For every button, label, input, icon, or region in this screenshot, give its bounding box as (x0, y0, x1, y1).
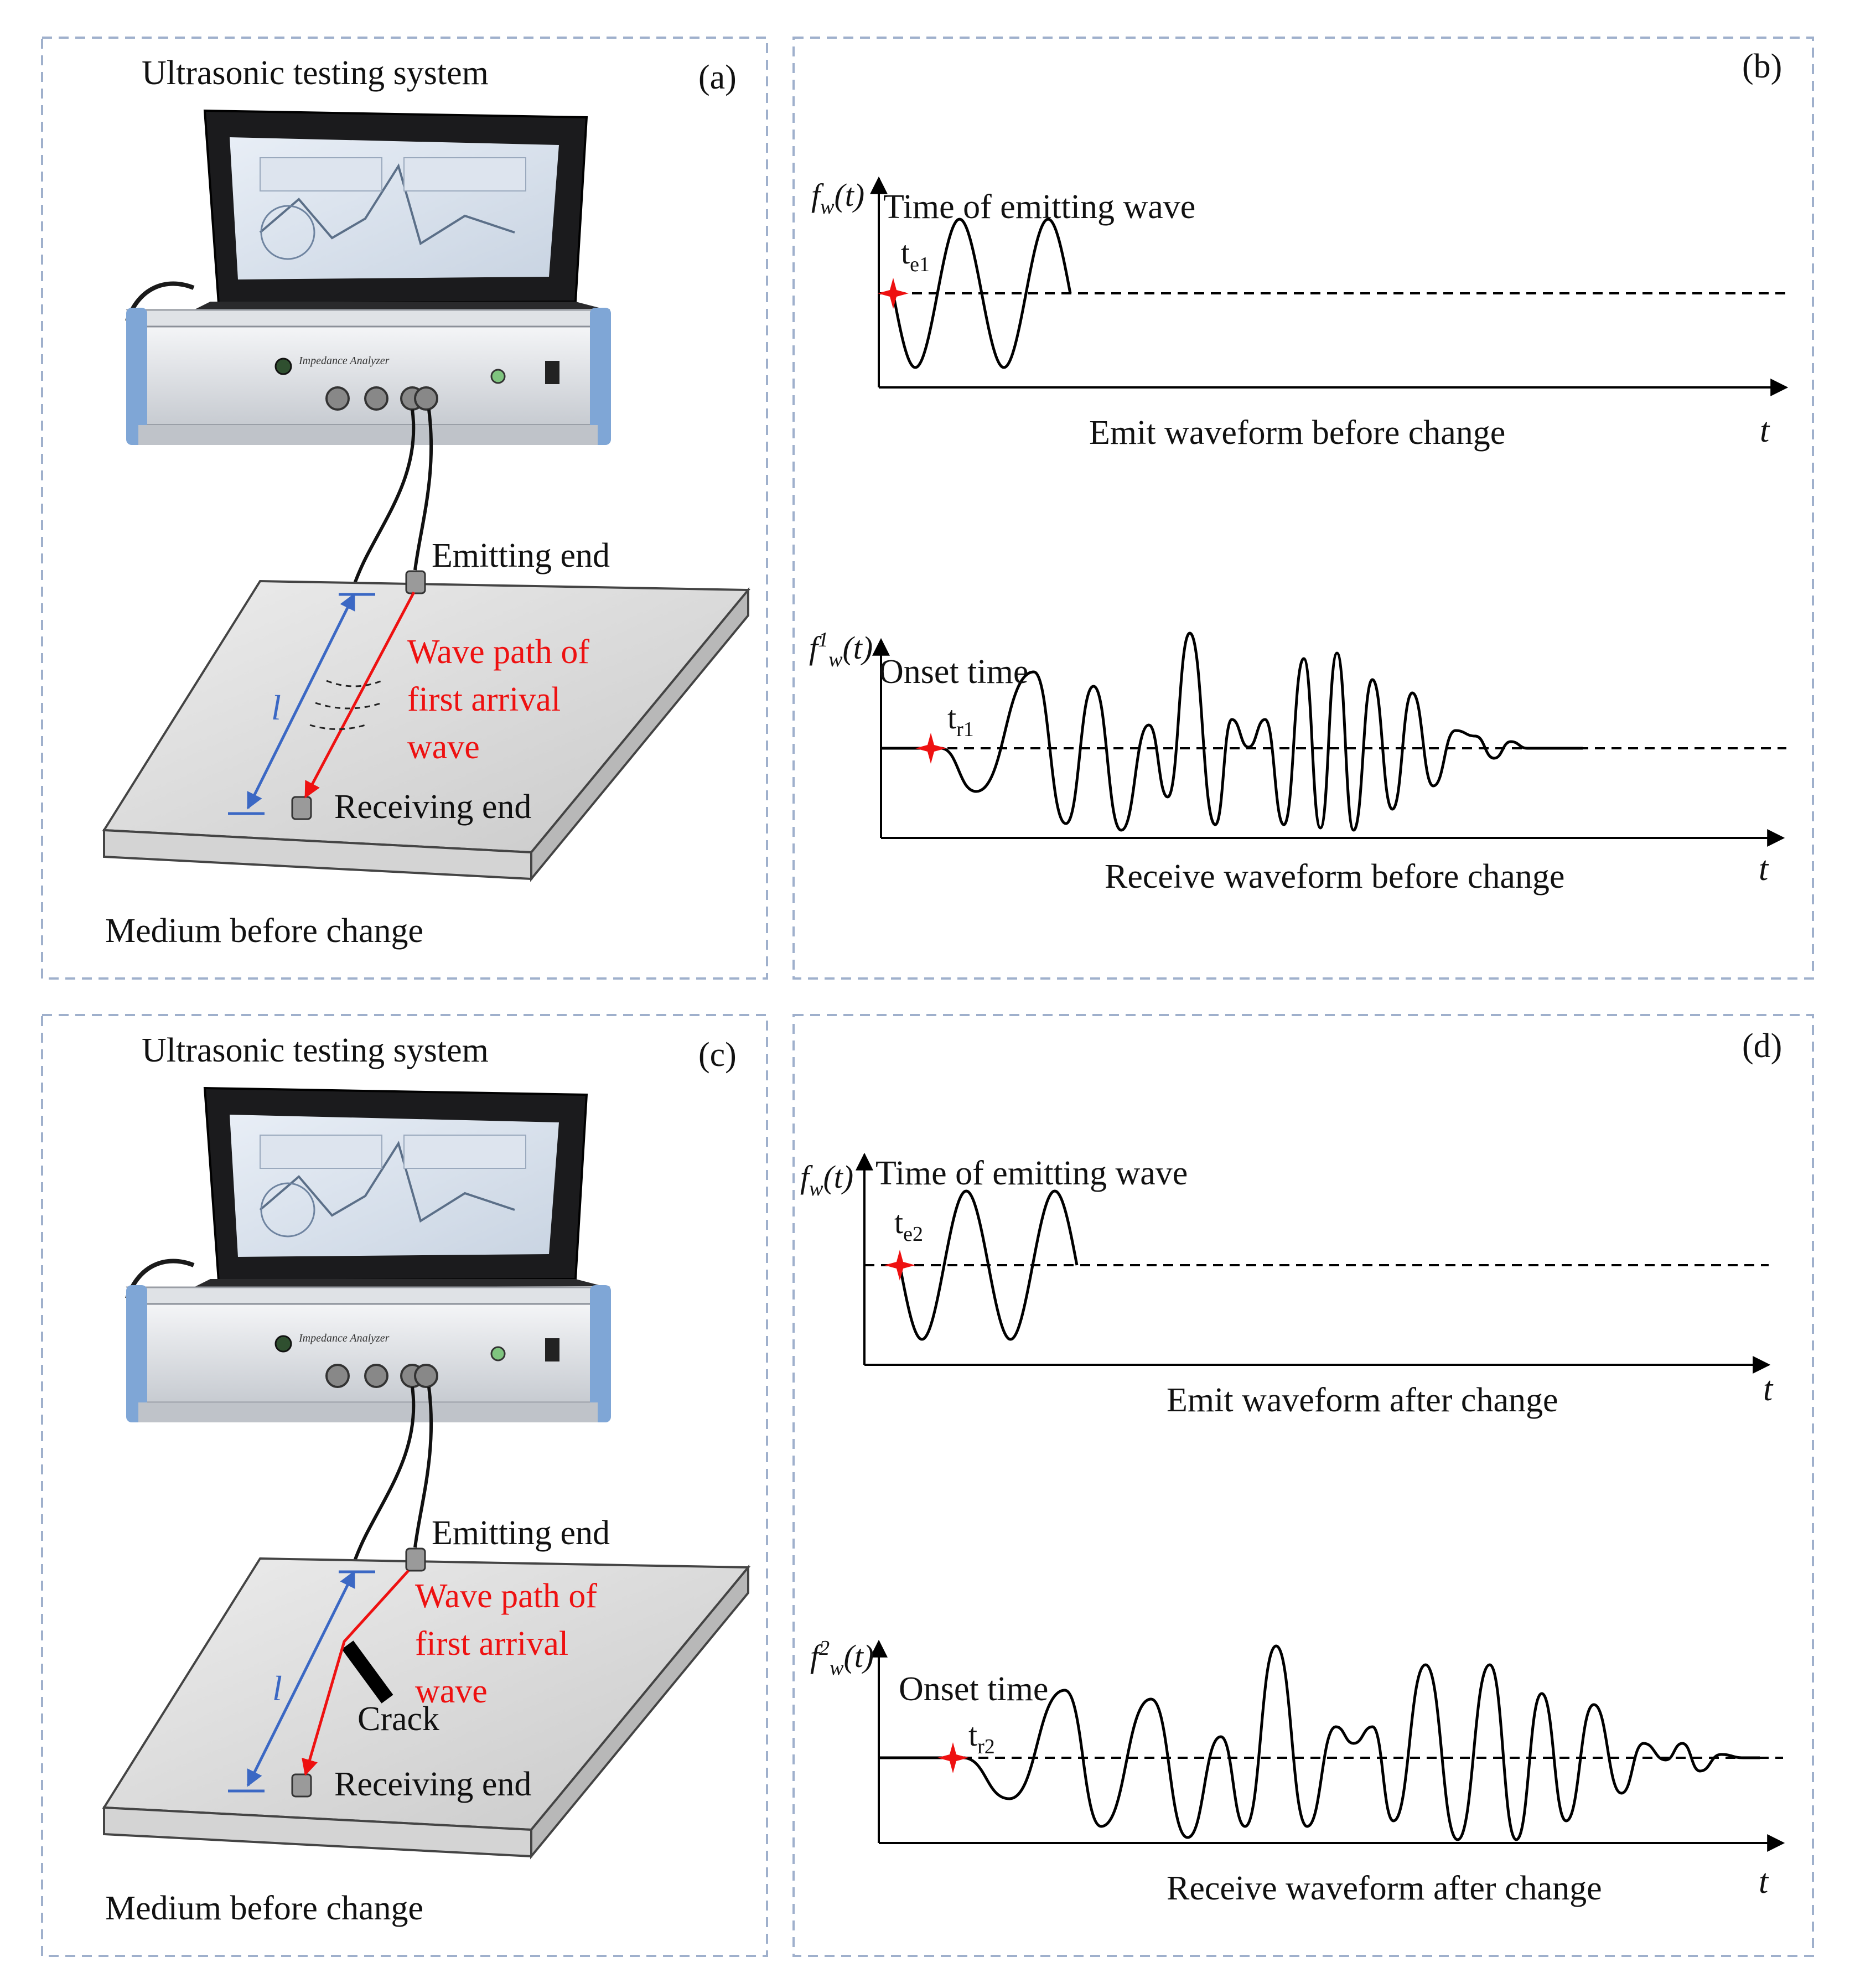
distance-symbol: l (271, 688, 281, 727)
panel-a-letter: (a) (698, 59, 737, 96)
x-axis-label: t (1763, 1370, 1774, 1408)
wave-path-label-line1: Wave path of (407, 633, 589, 671)
wave-path-label-line3: wave (407, 728, 480, 766)
panel-c-letter: (c) (698, 1036, 737, 1074)
emit-waveform-chart-before: fw(t) Time of emitting wave te1 Emit wav… (811, 176, 1789, 452)
onset-marker (884, 1250, 915, 1281)
x-axis-label: t (1760, 412, 1770, 449)
receiving-transducer (291, 1773, 312, 1798)
emit-title: Time of emitting wave (875, 1155, 1188, 1192)
emitting-transducer (405, 570, 426, 594)
analyzer-brand: Impedance Analyzer (298, 355, 390, 367)
emit-waveform (892, 218, 1072, 369)
panel-b: (b) fw(t) Time of emitting wave te1 Emit… (809, 48, 1789, 895)
onset-marker (878, 278, 909, 309)
distance-symbol: l (272, 1669, 282, 1708)
receiving-transducer (291, 796, 312, 820)
impedance-analyzer-box: Impedance Analyzer (126, 308, 611, 445)
medium-label: Medium before change (105, 1889, 423, 1927)
emit-caption: Emit waveform after change (1167, 1381, 1558, 1419)
emitting-transducer (405, 1547, 426, 1572)
receive-title: Onset time (879, 653, 1028, 691)
receive-caption: Receive waveform before change (1105, 858, 1564, 895)
receive-waveform-chart-before: f1w(t) Onset time tr1 Receive waveform b… (809, 628, 1786, 895)
receive-waveform (881, 631, 1583, 832)
emit-waveform (898, 1189, 1079, 1341)
impedance-analyzer-box: Impedance Analyzer (126, 1285, 611, 1422)
receiving-end-label: Receiving end (334, 1766, 531, 1803)
panel-b-letter: (b) (1742, 48, 1782, 85)
y-axis-label: fw(t) (811, 177, 864, 219)
tablet-device (194, 109, 603, 310)
x-axis-label: t (1759, 850, 1769, 888)
y-axis-label: f1w(t) (809, 628, 873, 671)
onset-marker-label: tr2 (968, 1717, 995, 1758)
onset-marker-label: tr1 (947, 700, 974, 741)
y-axis-label: f2w(t) (810, 1637, 874, 1680)
crack-label: Crack (357, 1700, 439, 1738)
y-axis-label: fw(t) (800, 1159, 853, 1200)
distance-marker: l (228, 593, 375, 815)
emit-waveform-chart-after: fw(t) Time of emitting wave te2 Emit wav… (800, 1152, 1774, 1419)
onset-marker (937, 1742, 968, 1773)
onset-marker-label: te2 (894, 1204, 923, 1246)
analyzer-brand: Impedance Analyzer (298, 1332, 390, 1344)
panel-c-frame (41, 1014, 768, 1957)
panel-a-system-title: Ultrasonic testing system (142, 54, 489, 92)
emitting-end-label: Emitting end (432, 537, 610, 574)
wave-path-label-line2: first arrival (415, 1625, 568, 1663)
panel-c: Ultrasonic testing system (c) Impedance … (102, 1032, 751, 1927)
panel-a: Ultrasonic testing system (a) Impedance … (102, 54, 751, 950)
receive-caption: Receive waveform after change (1167, 1870, 1602, 1907)
receive-waveform-chart-after: f2w(t) Onset time tr2 Receive waveform a… (810, 1637, 1785, 1907)
wave-path-label-line3: wave (415, 1673, 488, 1710)
receiving-end-label: Receiving end (334, 788, 531, 826)
emitting-end-label: Emitting end (432, 1514, 610, 1552)
wave-path-label-line1: Wave path of (415, 1577, 597, 1615)
receive-waveform (879, 1644, 1760, 1841)
emit-title: Time of emitting wave (883, 188, 1195, 226)
panel-d: (d) fw(t) Time of emitting wave te2 Emit… (800, 1027, 1785, 1907)
onset-marker-label: te1 (901, 235, 930, 276)
panel-a-frame (41, 37, 768, 980)
distance-marker: l (228, 1570, 375, 1793)
x-axis-label: t (1759, 1863, 1769, 1901)
tablet-device (194, 1086, 603, 1287)
panel-d-letter: (d) (1742, 1027, 1782, 1065)
medium-label: Medium before change (105, 912, 423, 950)
emit-caption: Emit waveform before change (1089, 414, 1505, 452)
receive-title: Onset time (899, 1670, 1048, 1708)
panel-c-system-title: Ultrasonic testing system (142, 1032, 489, 1069)
onset-marker (915, 733, 946, 764)
wave-path-label-line2: first arrival (407, 681, 561, 718)
